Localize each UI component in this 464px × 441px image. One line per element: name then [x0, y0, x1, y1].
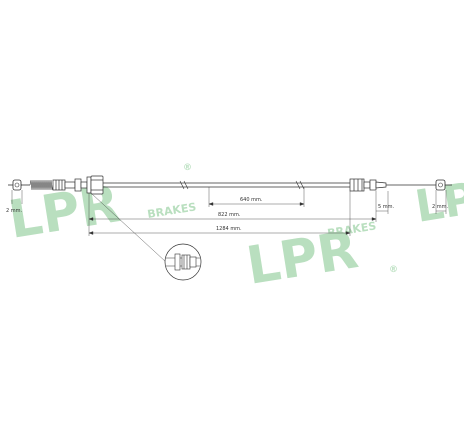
sheath-marker	[179, 180, 305, 190]
watermark-logo-edge: LPR	[412, 168, 464, 233]
dimension-end-left: 2 mm.	[6, 208, 23, 214]
left-end-fitting	[8, 179, 22, 191]
dimension-end-right-a: 5 mm.	[378, 204, 395, 210]
detail-fitting	[166, 253, 200, 271]
outer-sheath	[103, 182, 350, 188]
detail-callout	[91, 193, 202, 281]
dimension-mid-length: 822 mm.	[218, 212, 241, 218]
dimension-end-right-b: 2 mm.	[432, 204, 449, 210]
dimensions	[11, 187, 447, 236]
watermark-brand-edge: LPR	[412, 168, 464, 233]
right-adjuster	[349, 178, 387, 192]
dimension-inner-length: 640 mm.	[240, 197, 263, 203]
watermark-registered-right: ®	[389, 265, 398, 275]
spring	[29, 179, 54, 191]
right-end-fitting	[435, 179, 452, 191]
dimension-total-length: 1284 mm.	[216, 226, 242, 232]
cable-assembly	[8, 175, 452, 195]
watermark-logo-right: LPR BRAKES ®	[243, 219, 398, 296]
watermark-tagline-left: BRAKES	[146, 200, 197, 221]
left-adjuster	[52, 178, 88, 192]
watermark-registered-left: ®	[183, 163, 192, 173]
left-bracket	[86, 175, 104, 195]
